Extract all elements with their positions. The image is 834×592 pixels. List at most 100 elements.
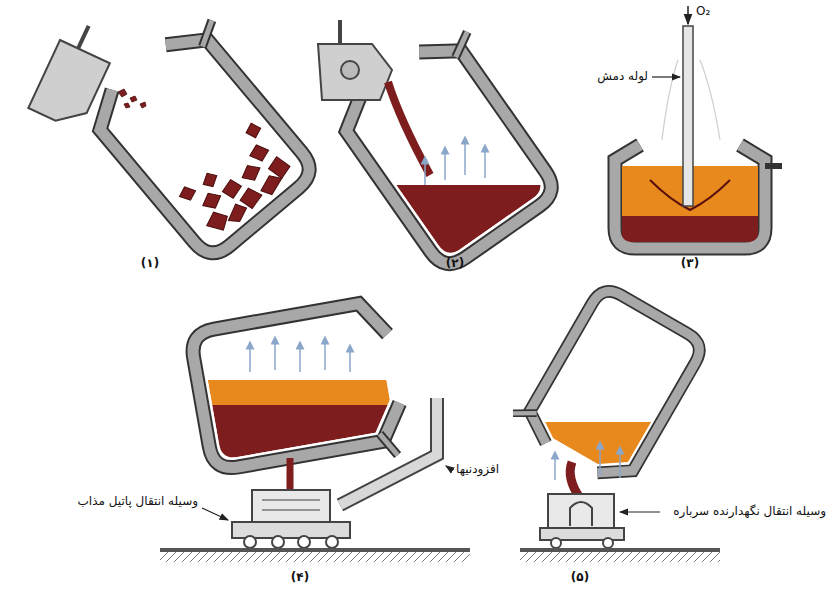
converter-vessel-part <box>380 431 398 457</box>
converter-vessel <box>385 257 834 592</box>
converter-vessel-part <box>513 403 537 424</box>
lance-leader <box>652 76 680 77</box>
chemical-label: O₂ <box>696 4 710 18</box>
gas-lines-part <box>700 60 720 140</box>
fume-arrows <box>425 140 485 185</box>
fume-arrows-part <box>554 455 556 480</box>
panel-slag <box>385 257 834 592</box>
hot-metal-ladle-part <box>341 61 359 79</box>
hot-metal-ladle <box>318 20 392 100</box>
falling-scrap-part <box>118 89 127 97</box>
scrap-charge-part <box>203 207 233 236</box>
falling-scrap <box>118 89 146 108</box>
steel-ladle-car-part <box>262 500 320 510</box>
converter-vessel-part <box>520 285 706 488</box>
panel-blowing <box>615 6 782 248</box>
slag-stream <box>570 462 580 498</box>
step-number: (۱) <box>141 256 159 270</box>
fume-arrows-part <box>424 160 426 185</box>
converter-vessel <box>85 12 330 262</box>
step-number: (۲) <box>446 256 464 270</box>
scrap-charge-part <box>238 184 265 211</box>
converter-vessel-part <box>385 289 834 592</box>
tap-stream <box>287 458 294 490</box>
scrap-charge-part <box>177 183 198 204</box>
additions-chute-inner <box>340 398 437 505</box>
scrap-charge-part <box>238 160 264 185</box>
panel-charging <box>28 12 330 262</box>
metal-stream <box>388 82 430 175</box>
fume-arrows-part <box>349 348 351 372</box>
converter-vessel-part <box>194 20 221 46</box>
tap-hole <box>765 163 782 169</box>
steel-ladle-car-part <box>326 536 338 548</box>
scrap-charge-part <box>199 169 220 190</box>
fume-arrows-part <box>274 340 276 370</box>
slag-pot-car-part <box>548 494 614 528</box>
part-label: افزودنیها <box>456 462 499 476</box>
hot-metal-ladle-part <box>318 44 392 100</box>
falling-scrap-part <box>124 103 130 108</box>
converter-vessel-part <box>140 380 460 405</box>
fume-arrows-part <box>299 345 301 372</box>
part-label: وسیله انتقال پاتیل مذاب <box>78 494 198 508</box>
fume-arrows-part <box>444 150 446 180</box>
scrap-charge-part <box>243 121 263 141</box>
part-label: وسیله انتقال نگهدارنده سرباره <box>673 504 826 518</box>
hot-metal-ladle-part <box>338 20 342 44</box>
converter-vessel <box>95 289 498 592</box>
converter-vessel-part <box>380 431 398 457</box>
charging-box-part <box>78 26 89 49</box>
steel-ladle-car-part <box>298 536 310 548</box>
falling-scrap-part <box>140 102 146 108</box>
slag-car-leader <box>620 511 660 512</box>
fume-arrows-part <box>324 340 326 370</box>
panel-tapping <box>95 289 498 592</box>
slag-pot-car-part <box>551 538 561 548</box>
fume-arrows-part <box>599 445 601 475</box>
panel-hot-metal <box>173 9 699 536</box>
scrap-charge-part <box>220 177 244 201</box>
fume-arrows-part <box>619 450 621 478</box>
slag-pot-car <box>540 494 624 548</box>
gas-lines-part <box>662 60 678 140</box>
converter-vessel-part <box>448 32 476 57</box>
step-number: (۵) <box>571 570 589 584</box>
steel-ladle-car-part <box>244 536 256 548</box>
slag-pot-car-part <box>570 502 592 526</box>
steel-ladle-car-part <box>252 490 330 522</box>
part-label: لوله دمش <box>597 69 648 83</box>
rail <box>520 548 720 552</box>
metal-bath <box>622 216 758 242</box>
step-number: (۴) <box>291 570 309 584</box>
converter-vessel-part <box>513 403 537 424</box>
fume-arrows <box>250 340 350 372</box>
fume-arrows-part <box>464 140 466 175</box>
oxygen-lance <box>683 26 693 206</box>
converter-vessel-part <box>189 300 405 472</box>
ground-hatch <box>160 552 470 562</box>
converter-vessel-part <box>520 285 706 488</box>
converter-vessel-part <box>85 22 318 261</box>
converter-vessel-part <box>189 300 405 472</box>
converter-vessel-part <box>448 32 476 57</box>
oxygen-arrow <box>687 6 689 24</box>
additions-chute <box>340 398 437 505</box>
slag-pot-car-part <box>603 538 613 548</box>
fume-arrows-part <box>249 345 251 372</box>
scrap-charge <box>173 121 298 241</box>
steel-ladle-car-part <box>272 536 284 548</box>
ground-hatch <box>520 552 720 562</box>
ladle-car-leader <box>202 508 228 520</box>
steel-ladle-car <box>232 490 350 548</box>
converter-vessel-part <box>85 22 318 261</box>
rail <box>160 548 470 552</box>
scrap-charge-part <box>247 141 271 165</box>
additions-leader <box>446 466 452 470</box>
step-number: (۳) <box>681 256 699 270</box>
falling-scrap-part <box>130 96 137 102</box>
fume-arrows <box>555 445 620 480</box>
converter-vessel <box>173 9 699 536</box>
scrap-charge-part <box>199 188 225 213</box>
